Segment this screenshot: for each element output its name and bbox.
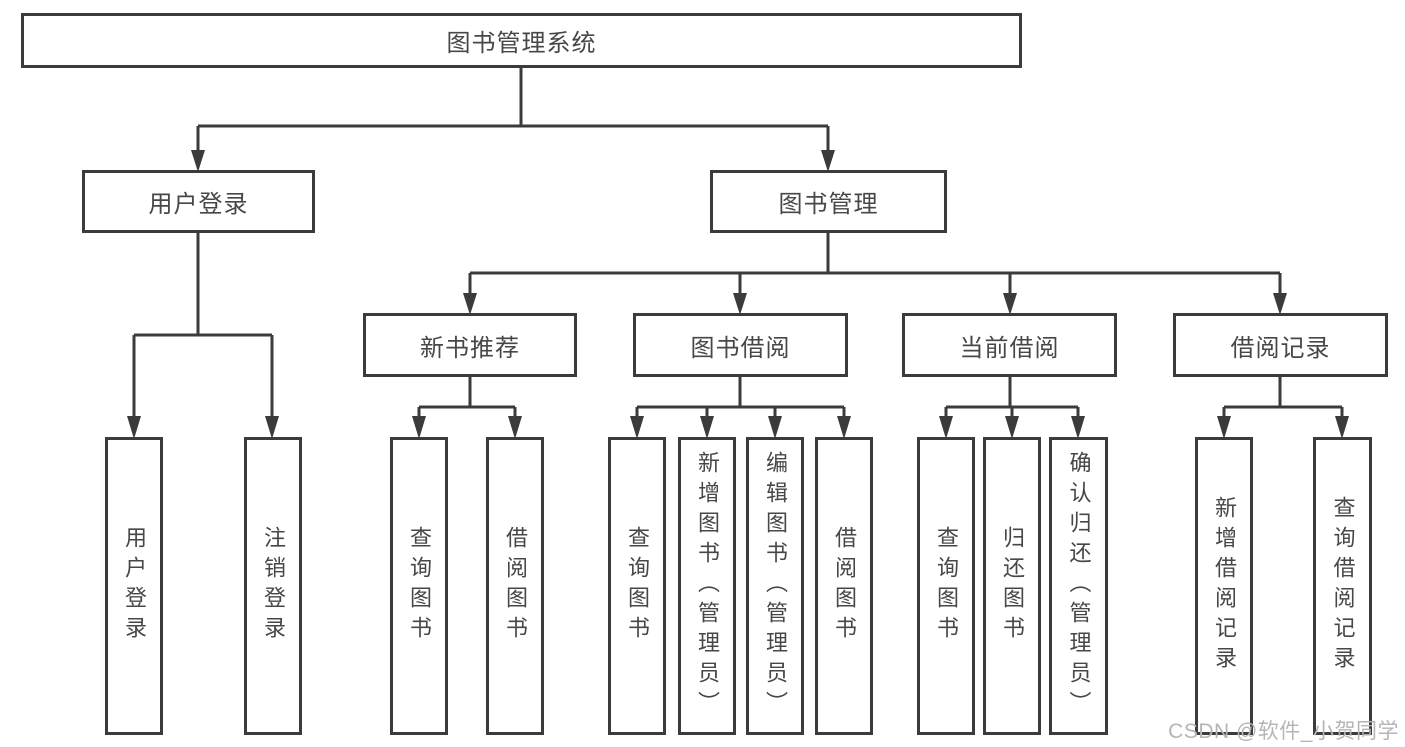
- leaf-add-borrow-record: 新增借阅记录: [1195, 437, 1253, 735]
- leaf-query-books-borrowing: 查询图书: [608, 437, 666, 735]
- leaf-confirm-return-admin: 确认归还（管理员）: [1049, 437, 1108, 735]
- leaf-user-login: 用户登录: [105, 437, 163, 735]
- leaf-logout-login: 注销登录: [244, 437, 302, 735]
- leaf-query-books-current: 查询图书: [917, 437, 975, 735]
- node-library-management-system: 图书管理系统: [21, 13, 1022, 68]
- node-user-login: 用户登录: [82, 170, 315, 233]
- csdn-watermark: CSDN @软件_小贺同学: [1168, 720, 1399, 743]
- leaf-query-books-recommend: 查询图书: [390, 437, 448, 735]
- leaf-add-book-admin: 新增图书（管理员）: [678, 437, 736, 735]
- leaf-return-book: 归还图书: [983, 437, 1041, 735]
- node-new-book-recommend: 新书推荐: [363, 313, 577, 377]
- node-borrowing-records: 借阅记录: [1173, 313, 1388, 377]
- leaf-query-borrow-record: 查询借阅记录: [1313, 437, 1372, 735]
- leaf-edit-book-admin: 编辑图书（管理员）: [746, 437, 804, 735]
- leaf-borrow-books-borrowing: 借阅图书: [815, 437, 873, 735]
- node-book-borrowing: 图书借阅: [633, 313, 848, 377]
- node-current-borrowing: 当前借阅: [902, 313, 1117, 377]
- node-book-management: 图书管理: [710, 170, 947, 233]
- leaf-borrow-books-recommend: 借阅图书: [486, 437, 544, 735]
